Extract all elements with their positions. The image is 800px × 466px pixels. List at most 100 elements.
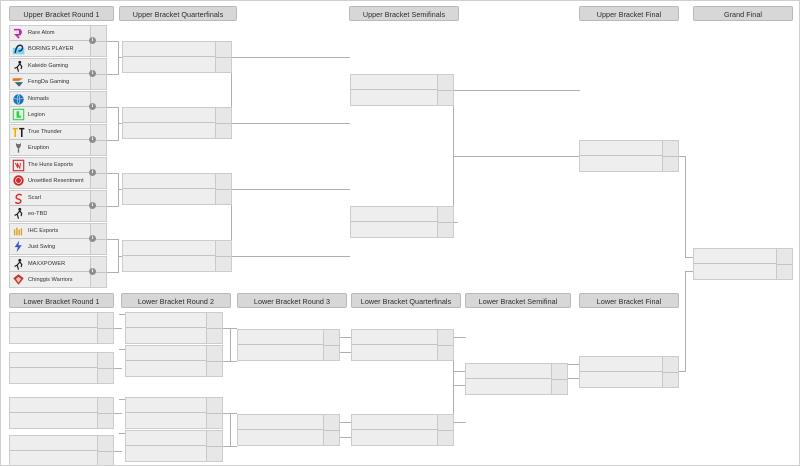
header-lower-final[interactable]: Lower Bracket Final (579, 293, 679, 308)
match-team-slot[interactable] (126, 431, 222, 446)
match-upper-sf-2[interactable] (350, 206, 454, 238)
match-team-slot[interactable]: Kaleido Gaming (10, 59, 106, 74)
match-upper-qf-1[interactable] (122, 41, 232, 73)
match-upper-final[interactable] (579, 140, 679, 172)
match-team-slot[interactable] (123, 189, 231, 204)
match-upper-qf-2[interactable] (122, 107, 232, 139)
match-team-slot[interactable] (580, 357, 678, 372)
match-lower-final[interactable] (579, 356, 679, 388)
match-team-slot[interactable] (123, 256, 231, 271)
match-team-slot[interactable]: MAXXPOWER (10, 257, 106, 272)
match-team-slot[interactable] (351, 222, 453, 237)
match-lower-qf-2[interactable] (351, 414, 454, 446)
match-team-slot[interactable]: Rare Atom (10, 26, 106, 41)
match-team-slot[interactable] (351, 207, 453, 222)
match-lower-r2-3[interactable] (125, 397, 223, 429)
match-team-slot[interactable] (352, 330, 453, 345)
match-team-slot[interactable] (10, 313, 113, 328)
match-team-slot[interactable] (126, 346, 222, 361)
match-team-slot[interactable]: True Thunder (10, 125, 106, 140)
match-lower-semifinal[interactable] (465, 363, 568, 395)
match-info-icon[interactable]: i (89, 202, 96, 209)
match-team-slot[interactable] (126, 446, 222, 461)
match-team-slot[interactable]: Chinggis Warriors (10, 272, 106, 287)
header-grand-final[interactable]: Grand Final (693, 6, 793, 21)
match-team-slot[interactable]: eo-TBD (10, 206, 106, 221)
match-team-slot[interactable] (238, 415, 339, 430)
match-team-slot[interactable]: IHC Esports (10, 224, 106, 239)
match-team-slot[interactable] (123, 108, 231, 123)
match-team-slot[interactable]: Legion (10, 107, 106, 122)
match-team-slot[interactable] (466, 379, 567, 394)
match-team-slot[interactable] (10, 413, 113, 428)
match-team-slot[interactable] (10, 436, 113, 451)
header-upper-quarterfinals[interactable]: Upper Bracket Quarterfinals (119, 6, 237, 21)
match-info-icon[interactable]: i (89, 169, 96, 176)
match-team-slot[interactable] (238, 330, 339, 345)
match-team-slot[interactable] (352, 415, 453, 430)
match-info-icon[interactable]: i (89, 70, 96, 77)
match-info-icon[interactable]: i (89, 103, 96, 110)
match-team-slot[interactable] (466, 364, 567, 379)
match-upper-r1-7[interactable]: IHC Esports Just Swing (9, 223, 107, 255)
match-lower-r1-2[interactable] (9, 352, 114, 384)
match-team-slot[interactable] (352, 430, 453, 445)
match-team-slot[interactable]: Just Swing (10, 239, 106, 254)
match-team-slot[interactable] (126, 313, 222, 328)
match-team-slot[interactable]: Nomads (10, 92, 106, 107)
match-team-slot[interactable] (126, 361, 222, 376)
match-upper-qf-3[interactable] (122, 173, 232, 205)
match-team-slot[interactable] (126, 328, 222, 343)
match-upper-r1-2[interactable]: Kaleido Gaming FengDa Gaming (9, 58, 107, 90)
match-team-slot[interactable] (10, 368, 113, 383)
match-team-slot[interactable]: Scarl (10, 191, 106, 206)
match-team-slot[interactable] (123, 57, 231, 72)
match-team-slot[interactable] (123, 174, 231, 189)
match-team-slot[interactable] (10, 451, 113, 465)
match-team-slot[interactable]: The Huns Esports (10, 158, 106, 173)
match-upper-sf-1[interactable] (350, 74, 454, 106)
match-team-slot[interactable] (238, 345, 339, 360)
header-lower-round-1[interactable]: Lower Bracket Round 1 (9, 293, 114, 308)
match-team-slot[interactable] (126, 398, 222, 413)
match-team-slot[interactable]: Unsettled Resentment (10, 173, 106, 188)
match-upper-r1-4[interactable]: True Thunder Eruption (9, 124, 107, 156)
match-lower-r1-1[interactable] (9, 312, 114, 344)
match-team-slot[interactable] (10, 353, 113, 368)
match-team-slot[interactable] (238, 430, 339, 445)
match-lower-r1-4[interactable] (9, 435, 114, 465)
match-team-slot[interactable] (10, 328, 113, 343)
match-lower-r3-2[interactable] (237, 414, 340, 446)
match-team-slot[interactable] (123, 241, 231, 256)
match-team-slot[interactable] (123, 123, 231, 138)
match-lower-r3-1[interactable] (237, 329, 340, 361)
match-team-slot[interactable]: BORING PLAYER (10, 41, 106, 56)
match-team-slot[interactable] (123, 42, 231, 57)
match-upper-qf-4[interactable] (122, 240, 232, 272)
match-lower-qf-1[interactable] (351, 329, 454, 361)
header-upper-round-1[interactable]: Upper Bracket Round 1 (9, 6, 114, 21)
match-team-slot[interactable] (351, 90, 453, 105)
match-team-slot[interactable] (694, 249, 792, 264)
match-lower-r2-2[interactable] (125, 345, 223, 377)
header-lower-round-3[interactable]: Lower Bracket Round 3 (237, 293, 347, 308)
match-lower-r2-1[interactable] (125, 312, 223, 344)
match-lower-r1-3[interactable] (9, 397, 114, 429)
match-lower-r2-4[interactable] (125, 430, 223, 462)
match-team-slot[interactable]: FengDa Gaming (10, 74, 106, 89)
match-info-icon[interactable]: i (89, 268, 96, 275)
match-info-icon[interactable]: i (89, 235, 96, 242)
header-upper-semifinals[interactable]: Upper Bracket Semifinals (349, 6, 459, 21)
match-team-slot[interactable] (351, 75, 453, 90)
header-lower-quarterfinals[interactable]: Lower Bracket Quarterfinals (351, 293, 461, 308)
header-lower-round-2[interactable]: Lower Bracket Round 2 (121, 293, 231, 308)
match-team-slot[interactable] (126, 413, 222, 428)
match-team-slot[interactable]: Eruption (10, 140, 106, 155)
match-grand-final[interactable] (693, 248, 793, 280)
match-team-slot[interactable] (580, 141, 678, 156)
match-team-slot[interactable] (580, 156, 678, 171)
match-team-slot[interactable] (694, 264, 792, 279)
match-team-slot[interactable] (352, 345, 453, 360)
header-upper-final[interactable]: Upper Bracket Final (579, 6, 679, 21)
match-team-slot[interactable] (580, 372, 678, 387)
